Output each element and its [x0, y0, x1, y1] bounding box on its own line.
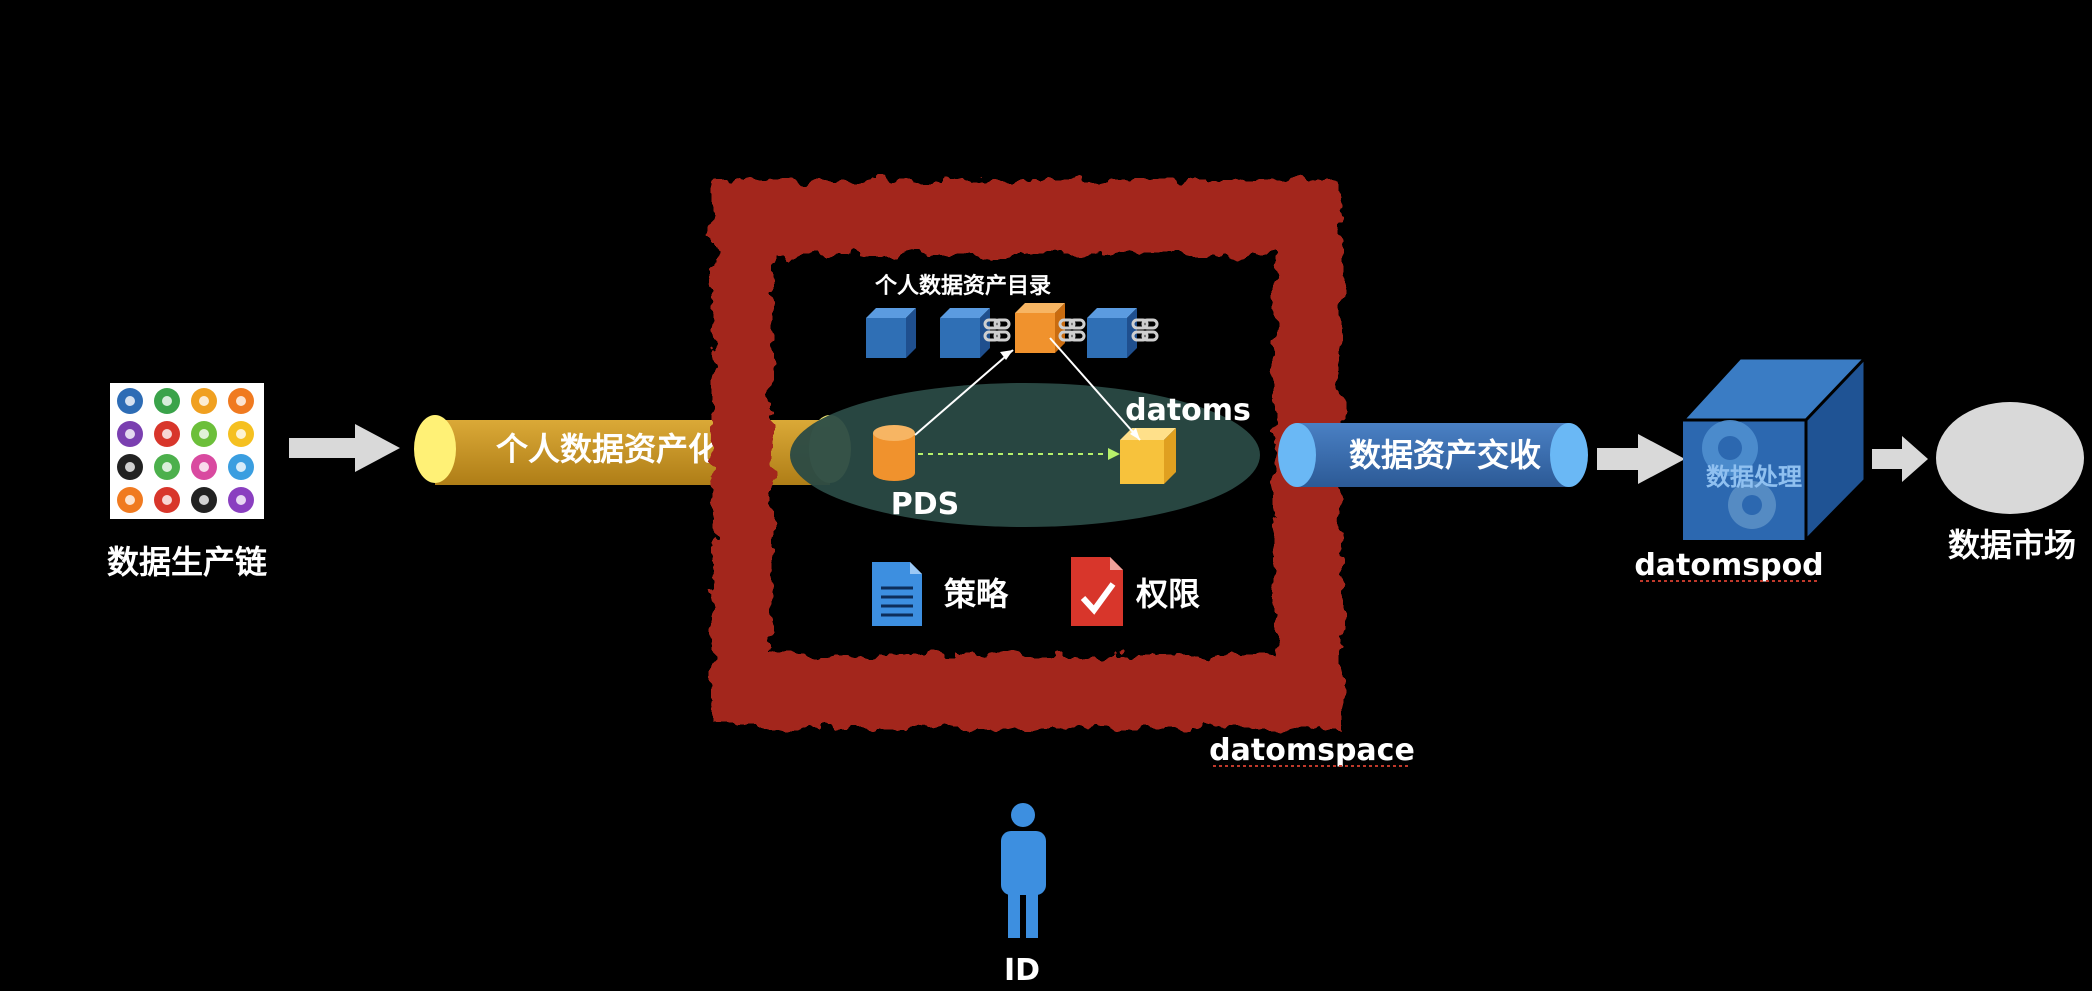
right-arrow-icon: [1872, 436, 1928, 482]
datoms-ellipse: [790, 383, 1260, 527]
datomspod-label: datomspod: [1634, 548, 1823, 583]
connectors: [914, 337, 1141, 460]
person-icon: [1001, 803, 1046, 938]
data-market-node: [1936, 402, 2084, 514]
app-icon-glyph: [199, 429, 209, 439]
cube-icon: [1015, 303, 1065, 353]
checked-document-icon: [1071, 557, 1123, 626]
pds-label: PDS: [891, 487, 960, 522]
id-label: ID: [1004, 953, 1040, 988]
cube-icon: [866, 308, 916, 358]
datomspace-frame: [712, 180, 1342, 728]
app-icon-glyph: [236, 495, 246, 505]
asset-delivery-label: 数据资产交收: [1349, 436, 1541, 474]
datomspace-label: datomspace: [1209, 733, 1415, 768]
cube-icon: [940, 308, 990, 358]
datomspod-cube: [1679, 356, 1869, 542]
app-icon-glyph: [199, 495, 209, 505]
permission-label: 权限: [1135, 575, 1200, 613]
app-icon-glyph: [162, 396, 172, 406]
app-icon-glyph: [162, 495, 172, 505]
policy-label: 策略: [944, 575, 1009, 613]
app-icon-glyph: [162, 429, 172, 439]
app-icon-glyph: [162, 462, 172, 472]
cube-icon: [1120, 428, 1176, 484]
app-icons-grid: [110, 383, 264, 519]
app-icon-glyph: [125, 495, 135, 505]
app-icon-glyph: [199, 396, 209, 406]
app-icon-glyph: [125, 396, 135, 406]
app-icon-glyph: [236, 462, 246, 472]
right-arrow-icon: [1597, 434, 1685, 484]
personal-assetize-label: 个人数据资产化: [496, 430, 720, 468]
app-icon-glyph: [125, 462, 135, 472]
app-icon-glyph: [199, 462, 209, 472]
cube-icon: [1087, 308, 1137, 358]
data-processing-label: 数据处理: [1706, 463, 1802, 491]
asset-delivery-pipe: [1278, 423, 1588, 487]
data-chain-label: 数据生产链: [107, 543, 267, 581]
gear-icon: [1728, 481, 1776, 529]
datoms-label: datoms: [1125, 393, 1251, 428]
database-icon: [873, 425, 915, 481]
catalog-blockchain: [866, 303, 1159, 358]
data-market-label: 数据市场: [1948, 526, 2076, 564]
right-arrow-icon: [289, 424, 400, 472]
document-icon: [872, 562, 922, 626]
app-icon-glyph: [236, 429, 246, 439]
app-icon-glyph: [125, 429, 135, 439]
app-icon-glyph: [236, 396, 246, 406]
catalog-label: 个人数据资产目录: [875, 273, 1051, 299]
gear-icon: [1702, 420, 1758, 476]
